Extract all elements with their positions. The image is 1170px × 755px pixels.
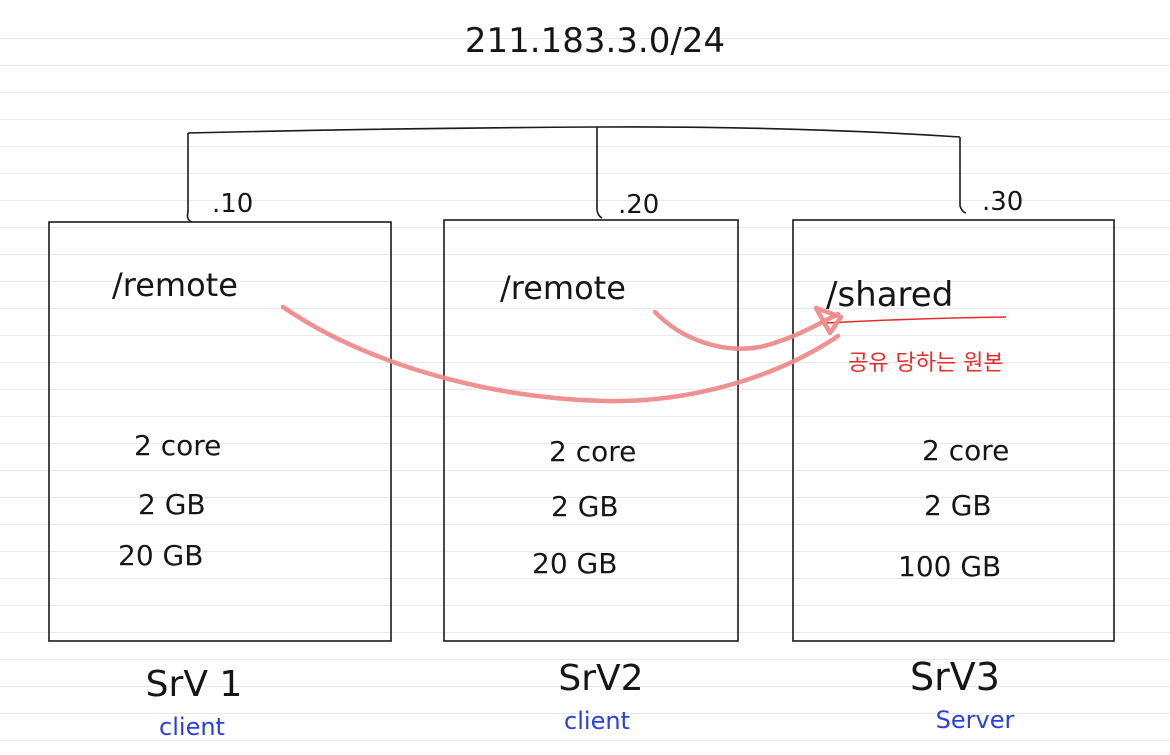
server-box-srv2 [443, 219, 739, 642]
ip-label-srv3: .30 [982, 187, 1023, 217]
role-srv2: client [564, 707, 630, 735]
arrow-srv1-to-shared [280, 304, 841, 404]
role-srv1: client [159, 713, 225, 741]
ip-label-srv2: .20 [618, 190, 659, 220]
server-name-srv2: SrV2 [558, 658, 643, 699]
network-bus [186, 126, 967, 223]
mount-path-srv1: /remote [112, 266, 238, 304]
ram-srv3: 2 GB [924, 489, 992, 522]
server-name-srv1: SrV 1 [146, 664, 243, 705]
shared-underline [825, 316, 1007, 324]
shared-annotation: 공유 당하는 원본 [848, 351, 1004, 376]
ram-srv1: 2 GB [138, 488, 206, 521]
ip-label-srv1: .10 [212, 189, 253, 219]
disk-srv3: 100 GB [898, 550, 1001, 583]
server-box-srv1 [48, 221, 392, 642]
disk-srv2: 20 GB [532, 547, 617, 580]
server-box-srv3 [792, 219, 1115, 642]
mount-arrows [280, 304, 844, 404]
server-name-srv3: SrV3 [910, 655, 1000, 699]
arrowhead [813, 305, 844, 336]
arrow-srv2-to-shared [652, 309, 841, 351]
cpu-srv1: 2 core [134, 429, 221, 462]
network-address: 211.183.3.0/24 [465, 21, 725, 61]
disk-srv1: 20 GB [118, 539, 203, 572]
ram-srv2: 2 GB [551, 490, 619, 523]
cpu-srv3: 2 core [922, 434, 1009, 467]
mount-path-srv2: /remote [500, 269, 626, 307]
role-srv3: Server [936, 706, 1015, 734]
cpu-srv2: 2 core [549, 435, 636, 468]
mount-path-srv3: /shared [826, 275, 953, 315]
